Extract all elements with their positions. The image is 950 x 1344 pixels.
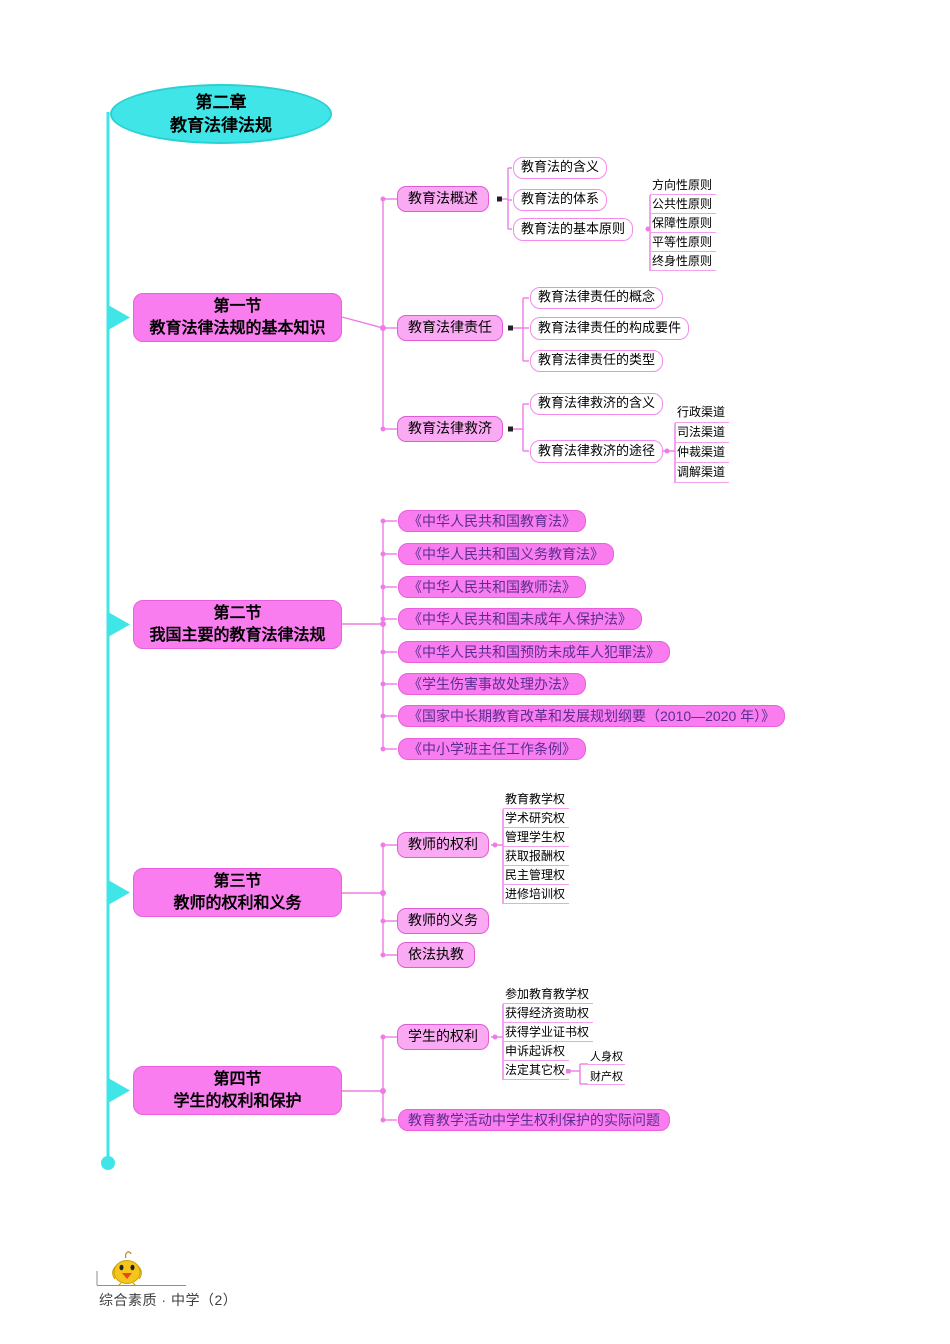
list-item: 申诉起诉权	[503, 1042, 570, 1061]
law-class-teacher-regulations: 《中小学班主任工作条例》	[398, 738, 586, 760]
leaf-practical-problems: 教育教学活动中学生权利保护的实际问题	[398, 1109, 670, 1131]
student-rights-list: 参加教育教学权 获得经济资助权 获得学业证书权 申诉起诉权 法定其它权	[503, 985, 594, 1080]
law-education-law: 《中华人民共和国教育法》	[398, 510, 586, 532]
section-4-title: 学生的权利和保护	[173, 1092, 302, 1110]
leaf-personal-right: 人身权	[588, 1051, 625, 1065]
law-juvenile-delinquency-prevention: 《中华人民共和国预防未成年人犯罪法》	[398, 641, 670, 663]
section-1-arrow-icon	[109, 305, 130, 330]
leaf-law-system: 教育法的体系	[513, 189, 608, 211]
branch-legal-remedy: 教育法律救济	[397, 416, 503, 442]
leaf-liability-concept: 教育法律责任的概念	[530, 287, 664, 309]
section-1-node: 第一节 教育法律法规的基本知识	[133, 293, 342, 342]
list-item: 调解渠道	[675, 463, 730, 483]
footer-series-label: 综合素质 · 中学（2）	[99, 1292, 238, 1308]
law-reform-outline: 《国家中长期教育改革和发展规划纲要（2010—2020 年）》	[398, 705, 786, 727]
leaf-law-principles: 教育法的基本原则	[513, 218, 634, 241]
leaf-remedy-meaning: 教育法律救济的含义	[530, 393, 664, 415]
section-3-node: 第三节 教师的权利和义务	[133, 868, 342, 917]
list-item: 教育教学权	[503, 790, 570, 809]
section-4-number: 第四节	[213, 1070, 262, 1088]
section-3-title: 教师的权利和义务	[173, 894, 302, 912]
leaf-law-meaning: 教育法的含义	[513, 157, 608, 179]
list-item: 保障性原则	[650, 214, 717, 233]
leaf-property-right: 财产权	[588, 1071, 625, 1085]
list-item: 获取报酬权	[503, 847, 570, 866]
section-2-number: 第二节	[213, 604, 262, 622]
section-2-arrow-icon	[109, 612, 130, 637]
teacher-rights-list: 教育教学权 学术研究权 管理学生权 获取报酬权 民主管理权 进修培训权	[503, 790, 570, 904]
list-item: 终身性原则	[650, 252, 717, 271]
section-2-title: 我国主要的教育法律法规	[149, 626, 326, 644]
leaf-remedy-channels: 教育法律救济的途径	[530, 440, 664, 463]
leaf-liability-types: 教育法律责任的类型	[530, 350, 664, 372]
section-4-arrow-icon	[109, 1078, 130, 1103]
principles-list: 方向性原则 公共性原则 保障性原则 平等性原则 终身性原则	[650, 176, 717, 271]
chick-mascot-icon	[112, 1251, 142, 1287]
section-3-arrow-icon	[109, 880, 130, 905]
branch-teacher-rights: 教师的权利	[397, 832, 489, 858]
law-compulsory-education: 《中华人民共和国义务教育法》	[398, 543, 614, 565]
section-1-title: 教育法律法规的基本知识	[149, 319, 326, 337]
list-item: 进修培训权	[503, 885, 570, 904]
list-item: 法定其它权	[503, 1061, 570, 1080]
list-item: 获得学业证书权	[503, 1023, 594, 1042]
list-item: 平等性原则	[650, 233, 717, 252]
list-item: 仲裁渠道	[675, 443, 730, 463]
chapter-number: 第二章	[195, 93, 247, 112]
list-item: 参加教育教学权	[503, 985, 594, 1004]
branch-student-rights: 学生的权利	[397, 1024, 489, 1050]
list-item: 学术研究权	[503, 809, 570, 828]
branch-law-overview: 教育法概述	[397, 186, 489, 212]
section-3-number: 第三节	[213, 872, 262, 890]
list-item: 司法渠道	[675, 423, 730, 443]
leaf-liability-elements: 教育法律责任的构成要件	[530, 317, 690, 340]
list-item: 民主管理权	[503, 866, 570, 885]
chapter-title: 教育法律法规	[170, 116, 272, 135]
section-4-node: 第四节 学生的权利和保护	[133, 1066, 342, 1115]
section-2-node: 第二节 我国主要的教育法律法规	[133, 600, 342, 649]
list-item: 获得经济资助权	[503, 1004, 594, 1023]
section-1-number: 第一节	[213, 297, 262, 315]
channels-list: 行政渠道 司法渠道 仲裁渠道 调解渠道	[675, 403, 730, 483]
branch-teach-by-law: 依法执教	[397, 942, 475, 968]
chapter-root-node: 第二章 教育法律法规	[110, 84, 332, 144]
law-teachers-law: 《中华人民共和国教师法》	[398, 576, 586, 598]
law-student-injury-measures: 《学生伤害事故处理办法》	[398, 673, 586, 695]
law-minor-protection: 《中华人民共和国未成年人保护法》	[398, 608, 642, 630]
branch-teacher-duties: 教师的义务	[397, 908, 489, 934]
list-item: 行政渠道	[675, 403, 730, 423]
list-item: 公共性原则	[650, 195, 717, 214]
branch-legal-liability: 教育法律责任	[397, 315, 503, 341]
list-item: 管理学生权	[503, 828, 570, 847]
list-item: 方向性原则	[650, 176, 717, 195]
